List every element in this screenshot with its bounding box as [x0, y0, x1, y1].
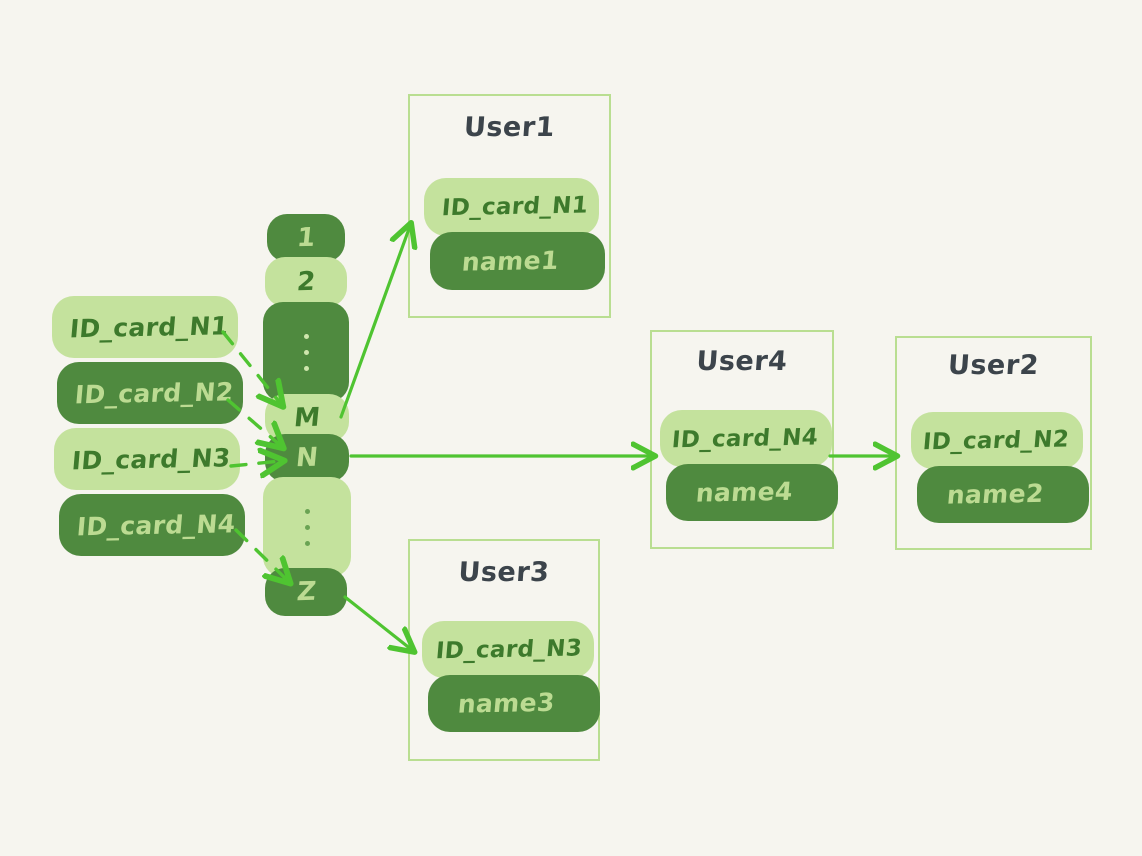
bucket-N[interactable]: N	[265, 434, 349, 482]
user-id-card[interactable]: ID_card_N1	[424, 178, 599, 236]
user-id-card-label: ID_card_N2	[921, 425, 1071, 455]
key-card-label: ID_card_N4	[75, 508, 237, 541]
user-box-user4[interactable]: User4 ID_card_N4 name4	[650, 330, 838, 549]
key-card-label: ID_card_N1	[68, 310, 230, 343]
user-name-card-label: name1	[460, 245, 560, 277]
user-name-card[interactable]: name1	[430, 232, 605, 290]
user-id-card-label: ID_card_N1	[440, 192, 590, 222]
user-name-card[interactable]: name3	[428, 675, 600, 732]
bucket-ellipsis-lower	[263, 477, 351, 577]
key-card-1[interactable]: ID_card_N1	[52, 296, 238, 358]
user-id-card-label: ID_card_N3	[434, 634, 584, 664]
user-name-card[interactable]: name2	[917, 466, 1089, 523]
bucket-Z[interactable]: Z	[265, 568, 347, 616]
bucket-label: 1	[295, 222, 317, 254]
key-card-label: ID_card_N3	[70, 442, 232, 475]
user-box-title: User4	[695, 346, 789, 377]
wire-bucketZ-user3	[343, 595, 412, 650]
bucket-ellipsis-upper	[263, 302, 349, 402]
user-box-title: User3	[457, 557, 551, 588]
vertical-ellipsis-icon	[303, 333, 309, 371]
user-box-title: User1	[462, 112, 557, 143]
user-name-card-label: name3	[456, 687, 556, 719]
user-box-user3[interactable]: User3 ID_card_N3 name3	[408, 539, 600, 761]
key-card-3[interactable]: ID_card_N3	[54, 428, 240, 490]
bucket-label: 2	[295, 266, 317, 298]
user-id-card[interactable]: ID_card_N3	[422, 621, 594, 678]
key-card-label: ID_card_N2	[73, 376, 235, 409]
wire-bucketM-user1	[339, 226, 410, 419]
vertical-ellipsis-icon	[304, 508, 310, 546]
bucket-label: M	[292, 402, 322, 434]
user-box-title: User2	[946, 350, 1041, 381]
bucket-label: N	[294, 442, 320, 474]
user-id-card[interactable]: ID_card_N2	[911, 412, 1083, 469]
user-name-card-label: name2	[945, 478, 1045, 510]
key-card-4[interactable]: ID_card_N4	[59, 494, 245, 556]
user-name-card-label: name4	[694, 476, 794, 508]
bucket-1[interactable]: 1	[267, 214, 345, 262]
user-box-user1[interactable]: User1 ID_card_N1 name1	[408, 94, 611, 318]
user-id-card[interactable]: ID_card_N4	[660, 410, 832, 467]
key-card-2[interactable]: ID_card_N2	[57, 362, 243, 424]
bucket-2[interactable]: 2	[265, 257, 347, 307]
bucket-label: Z	[295, 576, 317, 608]
user-name-card[interactable]: name4	[666, 464, 838, 521]
user-box-user2[interactable]: User2 ID_card_N2 name2	[895, 336, 1092, 550]
user-id-card-label: ID_card_N4	[670, 423, 820, 453]
